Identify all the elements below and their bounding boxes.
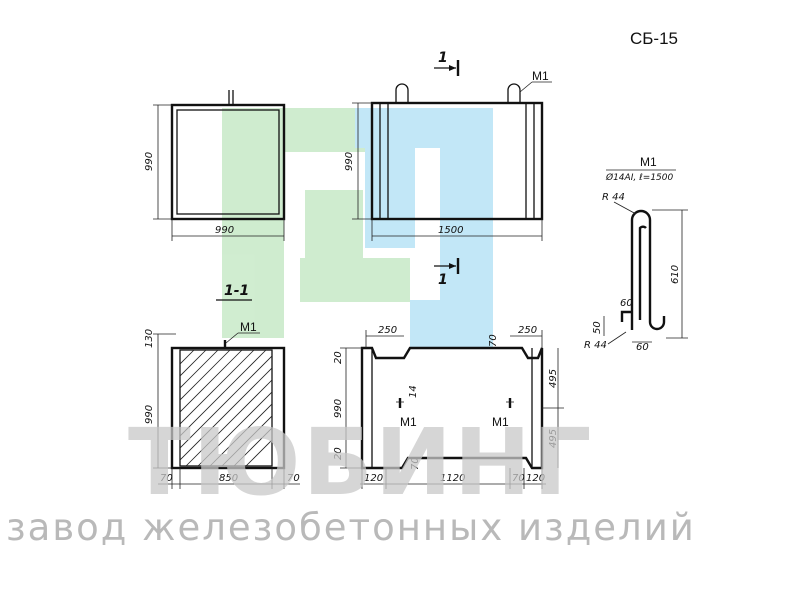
dim-section-core: 850 — [219, 473, 238, 484]
dim-profile-top-right: 250 — [518, 325, 537, 336]
bar-dim-50: 50 — [592, 321, 603, 334]
bar-radius-top: R 44 — [602, 192, 625, 203]
section-label: 1-1 — [224, 283, 249, 299]
dim-profile-bottom-right: 120 — [526, 473, 545, 484]
logo-blue-foot — [410, 300, 493, 348]
side-outline — [170, 103, 286, 221]
cut-arrowhead — [449, 65, 456, 71]
section-core — [179, 349, 273, 467]
dim-side-height: 990 — [144, 152, 155, 171]
dim-profile-upper: 495 — [548, 369, 559, 388]
dim-profile-bar: 14 — [408, 385, 419, 398]
part-label-profile-right: М1 — [492, 415, 509, 429]
bar-hook-inner — [638, 225, 647, 320]
dim-section-top: 130 — [144, 329, 155, 348]
dim-profile-bottom-left: 120 — [364, 473, 383, 484]
dim-section-right: 70 — [287, 473, 300, 484]
drawing-code: СБ-15 — [630, 29, 678, 48]
leader-line — [613, 201, 637, 215]
front-loop-left — [395, 83, 409, 103]
dim-section-left: 70 — [160, 473, 173, 484]
front-outline — [370, 101, 544, 221]
bar-radius-bottom: R 44 — [584, 340, 607, 351]
bar-dim-height: 610 — [670, 265, 681, 284]
view-side: 990 990 — [144, 90, 286, 241]
part-label-front: М1 — [532, 69, 549, 83]
logo-watermark — [222, 108, 493, 348]
cut-marker-top: 1 — [438, 50, 448, 66]
logo-blue-mid — [365, 148, 415, 248]
cut-arrowhead — [449, 263, 456, 269]
part-label-section: М1 — [240, 320, 257, 334]
part-label-profile-left: М1 — [400, 415, 417, 429]
bar-hook-foot — [620, 310, 632, 322]
view-section: 1-1 М1 130 — [144, 283, 300, 489]
dim-profile-bottom-70: 70 — [512, 473, 525, 484]
bar-dim-60-bottom: 60 — [636, 342, 649, 353]
dim-profile-top-left: 250 — [378, 325, 397, 336]
side-inner — [176, 109, 280, 215]
dim-profile-lip-top: 20 — [333, 351, 344, 364]
dim-front-height: 990 — [344, 152, 355, 171]
bar-hook-shape — [630, 209, 666, 331]
dim-profile-height: 990 — [333, 399, 344, 418]
dim-profile-lower: 495 — [548, 429, 559, 448]
leader-line — [607, 331, 627, 345]
bar-dim-60-top: 60 — [620, 298, 633, 309]
dim-profile-lip-bottom: 20 — [333, 447, 344, 460]
dim-side-width: 990 — [215, 225, 234, 236]
leader-line — [225, 332, 239, 344]
view-bar-detail: М1 Ø14АI, ℓ=1500 R 44 610 60 50 R 44 60 — [584, 155, 688, 353]
bar-spec: Ø14АI, ℓ=1500 — [605, 172, 674, 183]
watermark-brand: ТЮБИНГ — [128, 409, 594, 516]
bar-title: М1 — [640, 155, 657, 169]
section-outline — [170, 346, 286, 470]
view-front: М1 1 990 1500 1 — [344, 50, 552, 288]
front-loop-right — [507, 83, 521, 103]
view-profile: 250 250 70 20 990 20 495 495 14 М1 М1 70… — [333, 325, 564, 489]
dim-section-height: 990 — [144, 405, 155, 424]
dim-profile-notch: 70 — [410, 457, 421, 470]
section-hatch — [180, 350, 272, 466]
dim-profile-bottom-mid: 1120 — [440, 473, 465, 484]
logo-green-foot — [300, 258, 410, 302]
leader-line — [519, 81, 533, 93]
dim-profile-groove: 70 — [488, 334, 499, 347]
text-watermark: ТЮБИНГ завод железобетонных изделий — [6, 409, 696, 549]
dim-front-width: 1500 — [438, 225, 463, 236]
watermark-tagline: завод железобетонных изделий — [6, 506, 696, 549]
cut-marker-bottom: 1 — [438, 272, 448, 288]
